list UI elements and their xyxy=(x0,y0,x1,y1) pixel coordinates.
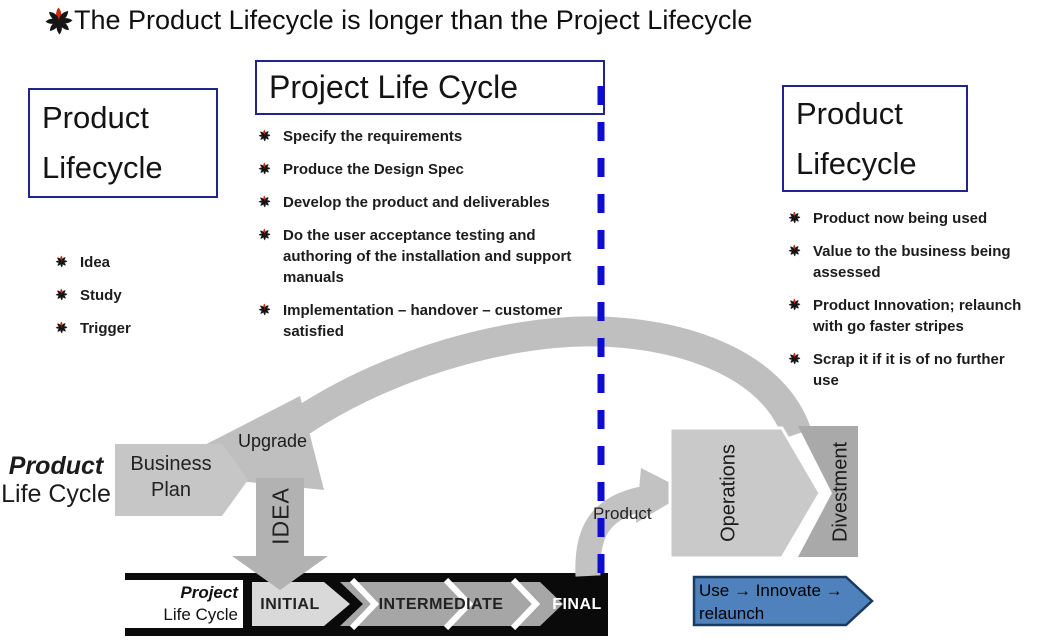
list-item: Specify the requirements xyxy=(258,126,588,147)
list-item: Implementation – handover – customer sat… xyxy=(258,300,588,342)
list-item-label: Product Innovation; relaunch with go fas… xyxy=(813,297,1022,335)
list-item-label: Idea xyxy=(80,254,111,271)
bar-divider xyxy=(243,580,249,628)
use-innovate-relaunch-label: Use → Innovate → relaunch xyxy=(699,579,843,625)
list-item-label: Develop the product and deliverables xyxy=(283,194,550,211)
list-item-label: Value to the business being assessed xyxy=(813,243,1011,281)
heading-line: Product xyxy=(796,96,903,131)
list-item: Do the user acceptance testing and autho… xyxy=(258,225,588,288)
label-line: Life Cycle xyxy=(1,480,111,508)
upgrade-arrow-label: Upgrade xyxy=(238,431,308,451)
chevron-separator xyxy=(443,577,474,631)
list-item: Product Innovation; relaunch with go fas… xyxy=(788,295,1034,337)
heading-line: Project Life Cycle xyxy=(269,69,518,105)
initial-chevron xyxy=(252,582,350,626)
use-innovate-arrow-shape xyxy=(692,575,874,627)
slide-title-row: The Product Lifecycle is longer than the… xyxy=(44,4,752,36)
project-life-cycle-bar-label: Project Life Cycle xyxy=(128,582,238,626)
list-item-label: Specify the requirements xyxy=(283,128,463,145)
label-line: Project xyxy=(180,583,238,602)
bar-bottom-border xyxy=(125,628,608,636)
product-lifecycle-left-list: Idea Study Trigger xyxy=(55,252,215,351)
list-item: Trigger xyxy=(55,318,215,339)
divestment-chevron xyxy=(798,426,858,557)
list-item-label: Do the user acceptance testing and autho… xyxy=(283,227,572,286)
list-item: Idea xyxy=(55,252,215,273)
list-item: Develop the product and deliverables xyxy=(258,192,588,213)
intermediate-chevron-band xyxy=(340,582,563,626)
product-lifecycle-right-list: Product now being used Value to the busi… xyxy=(788,208,1034,403)
project-life-cycle-list: Specify the requirements Produce the Des… xyxy=(258,126,588,354)
list-item-label: Trigger xyxy=(80,320,131,337)
list-item-label: Implementation – handover – customer sat… xyxy=(283,302,563,340)
business-plan-arrow-label: Business Plan xyxy=(118,444,224,503)
label-line: Business xyxy=(130,453,212,475)
list-item: Value to the business being assessed xyxy=(788,241,1034,283)
business-plan-arrow-shape xyxy=(115,444,248,516)
list-item: Produce the Design Spec xyxy=(258,159,588,180)
product-arrow-label: Product xyxy=(593,504,652,523)
bar-top-border xyxy=(125,573,608,580)
stage-initial: INITIAL xyxy=(260,596,320,613)
upgrade-arc-arrow xyxy=(247,316,812,467)
list-item: Scrap it if it is of no further use xyxy=(788,349,1034,391)
product-arrowhead xyxy=(636,468,688,523)
list-item-label: Scrap it if it is of no further use xyxy=(813,351,1005,389)
label-line: Plan xyxy=(150,479,192,501)
heading-line: Product xyxy=(42,100,149,135)
list-item-label: Study xyxy=(80,287,122,304)
idea-arrow-shape xyxy=(232,478,328,590)
chevron-separator xyxy=(349,577,380,631)
list-item: Product now being used xyxy=(788,208,1034,229)
label-line: Life Cycle xyxy=(163,605,238,624)
product-lifecycle-right-box: Product Lifecycle xyxy=(782,85,968,192)
stage-intermediate: INTERMEDIATE xyxy=(378,596,504,613)
product-lifecycle-left-box: Product Lifecycle xyxy=(28,88,218,198)
chevron-separator xyxy=(510,577,541,631)
stage-final: FINAL xyxy=(552,596,602,613)
operations-chevron xyxy=(668,426,822,560)
label-line: Product xyxy=(8,452,104,480)
list-item-label: Product now being used xyxy=(813,210,988,227)
list-item: Study xyxy=(55,285,215,306)
heading-line: Lifecycle xyxy=(42,150,163,185)
list-item-label: Produce the Design Spec xyxy=(283,161,464,178)
label-line: relaunch xyxy=(699,604,765,623)
slide-title: The Product Lifecycle is longer than the… xyxy=(74,4,753,35)
heading-line: Lifecycle xyxy=(796,146,917,181)
project-life-cycle-box: Project Life Cycle xyxy=(255,60,605,115)
product-life-cycle-axis-label: Product Life Cycle xyxy=(0,452,112,508)
label-line: Use → Innovate → xyxy=(699,581,843,600)
